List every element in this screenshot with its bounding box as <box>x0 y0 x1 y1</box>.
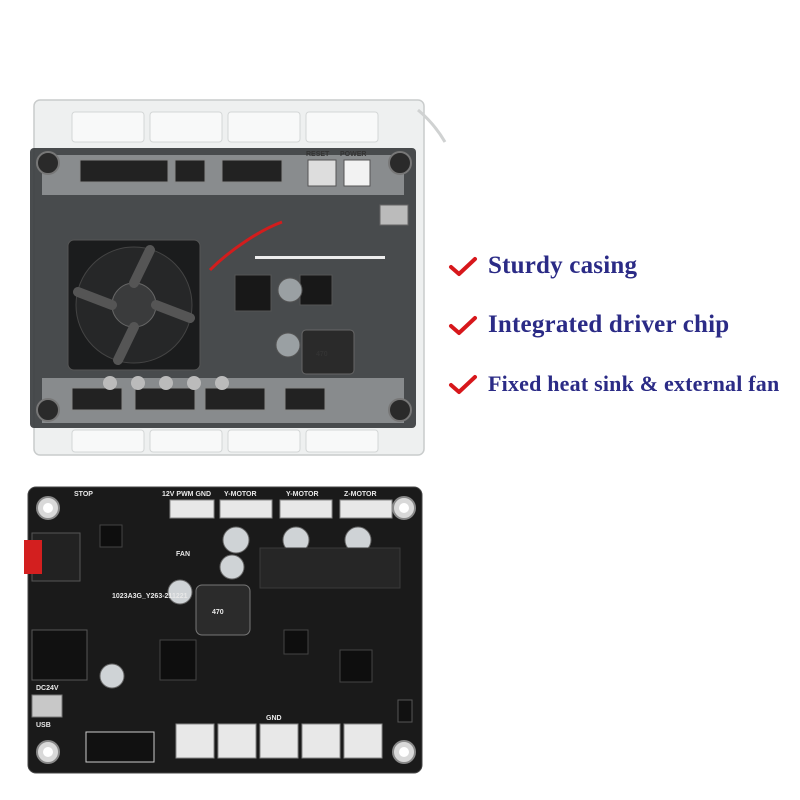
feature-text: Sturdy casing <box>488 252 638 279</box>
dc24v-label: DC24V <box>36 685 59 692</box>
pcb-inductor-label: 470 <box>212 609 224 616</box>
z-motor-label: Z-MOTOR <box>344 491 377 498</box>
fan-label: FAN <box>176 551 190 558</box>
red-checkmark-icon <box>449 375 477 394</box>
serial-label: 1023A3G_Y263-211221 <box>112 593 188 600</box>
bare-pcb: STOP 12V PWM GND Y-MOTOR Y-MOTOR Z-MOTOR… <box>24 486 423 774</box>
acrylic-case-assembly: RESET POWER 470 <box>30 99 447 456</box>
usb-label: USB <box>36 722 51 729</box>
feature-item: Fixed heat sink & external fan <box>448 370 779 398</box>
power-label: POWER <box>340 151 366 158</box>
y-motor-label-b: Y-MOTOR <box>286 491 319 498</box>
feature-item: Integrated driver chip <box>448 311 779 339</box>
feature-text: Fixed heat sink & external fan <box>488 371 780 396</box>
gnd-label: GND <box>266 715 282 722</box>
case-inductor-label: 470 <box>316 351 328 358</box>
y-motor-label-a: Y-MOTOR <box>224 491 257 498</box>
pwm-label: 12V PWM GND <box>162 491 211 498</box>
red-checkmark-icon <box>449 316 477 335</box>
red-checkmark-icon <box>449 257 477 276</box>
stop-label: STOP <box>74 491 93 498</box>
feature-item: Sturdy casing <box>448 252 779 280</box>
reset-label: RESET <box>306 151 330 158</box>
feature-list: Sturdy casing Integrated driver chip Fix… <box>448 252 779 429</box>
feature-text: Integrated driver chip <box>488 311 730 338</box>
